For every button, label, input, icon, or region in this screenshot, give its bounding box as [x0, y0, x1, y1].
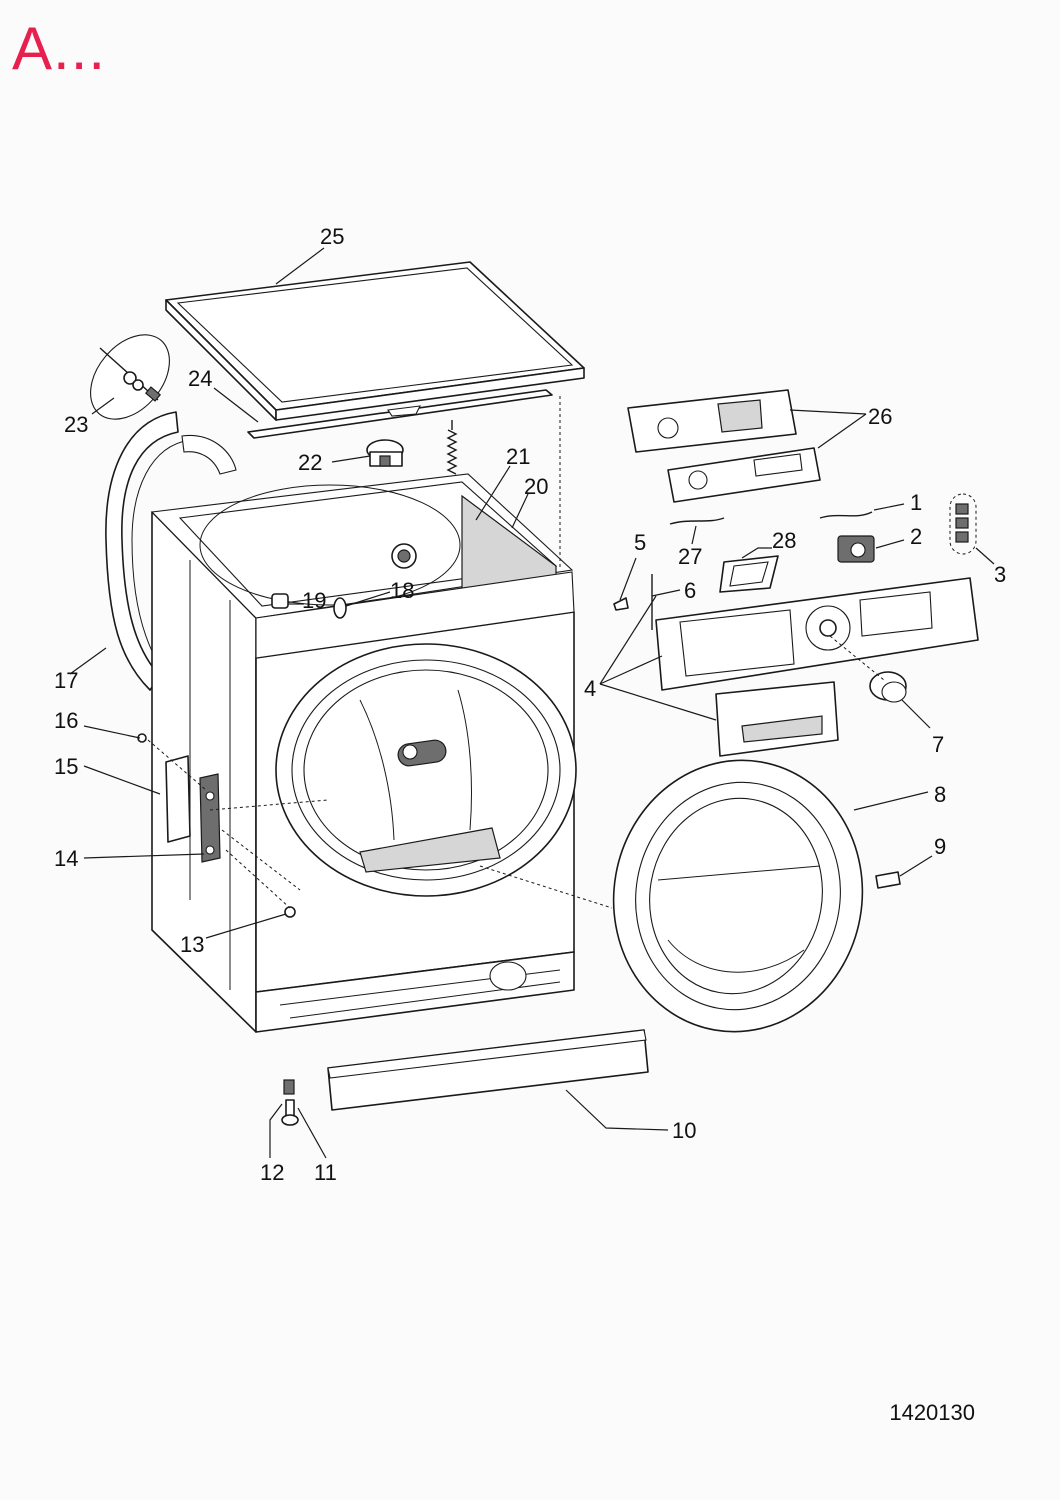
callout-4: 4: [584, 676, 596, 701]
callout-9: 9: [934, 834, 946, 859]
callout-20: 20: [524, 474, 548, 499]
callout-21: 21: [506, 444, 530, 469]
callout-24: 24: [188, 366, 212, 391]
part-control-boards: [627, 389, 821, 503]
part-selector: [837, 535, 875, 563]
callout-8: 8: [934, 782, 946, 807]
part-cabinet: [150, 473, 577, 1033]
diagram-reference-number: 1420130: [889, 1400, 975, 1425]
callout-27: 27: [678, 544, 702, 569]
callout-28: 28: [772, 528, 796, 553]
callout-26: 26: [868, 404, 892, 429]
alignment-lines: [147, 396, 885, 909]
callout-14: 14: [54, 846, 78, 871]
part-top-cover: [165, 261, 585, 421]
callout-labels: 1 2 3 4 5 6 7 8 9 10 11 12 13 14 15 16 1…: [54, 224, 1006, 1185]
part-display-window: [719, 555, 779, 593]
callout-22: 22: [298, 450, 322, 475]
callout-2: 2: [910, 524, 922, 549]
callout-13: 13: [180, 932, 204, 957]
callout-19: 19: [302, 588, 326, 613]
part-door: [612, 759, 864, 1033]
page-heading: A...: [12, 15, 107, 82]
callout-12: 12: [260, 1160, 284, 1185]
part-small-clip-5: [613, 597, 629, 611]
part-top-rear-strip: [247, 389, 553, 439]
callout-7: 7: [932, 732, 944, 757]
part-small-clip: [271, 543, 417, 619]
callout-5: 5: [634, 530, 646, 555]
part-wire-harness: [669, 511, 873, 525]
part-pressure-switch: [366, 439, 404, 467]
callout-17: 17: [54, 668, 78, 693]
callout-23: 23: [64, 412, 88, 437]
part-control-panel: [651, 574, 979, 757]
callout-3: 3: [994, 562, 1006, 587]
callout-10: 10: [672, 1118, 696, 1143]
callout-16: 16: [54, 708, 78, 733]
part-door-clip: [875, 871, 901, 889]
part-knob: [869, 671, 907, 703]
part-hose-fitting: [90, 334, 170, 420]
callout-15: 15: [54, 754, 78, 779]
callout-18: 18: [390, 578, 414, 603]
part-kick-plate: [327, 1029, 649, 1111]
callout-11: 11: [314, 1160, 337, 1185]
part-spring: [446, 420, 458, 475]
callout-25: 25: [320, 224, 344, 249]
leader-lines: [69, 247, 995, 1159]
part-foot: [281, 1079, 299, 1126]
part-hinge: [137, 733, 296, 918]
part-buttons: [949, 493, 977, 555]
callout-1: 1: [910, 490, 922, 515]
callout-6: 6: [684, 578, 696, 603]
